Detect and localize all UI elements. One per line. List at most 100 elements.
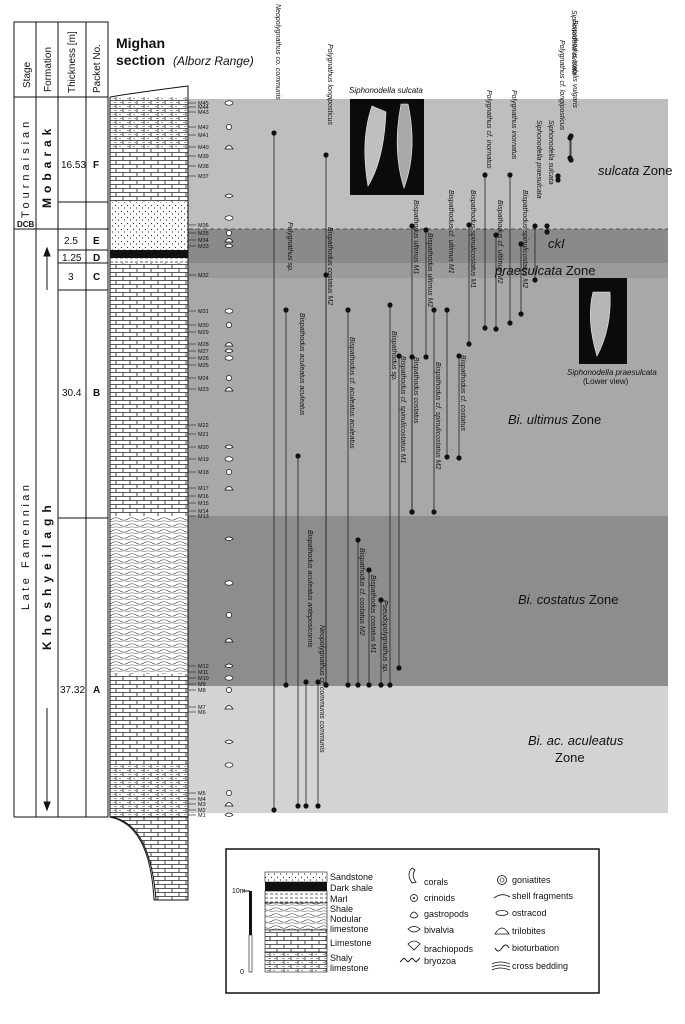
range-dot	[466, 341, 472, 347]
brachiopod-icon	[224, 739, 234, 744]
taxon-name: Neopolygnathus cf. communis communis	[318, 625, 325, 753]
lith-limestone-label: Limestone	[330, 938, 372, 948]
title-line2: section	[116, 52, 165, 68]
taxon-name: Polygnathus cf. inornatus	[485, 90, 492, 169]
crinoid-icon	[226, 687, 232, 693]
taxon-name: Bispathodus cf. ultimus M2	[496, 200, 503, 284]
legend-bryozoa: bryozoa	[424, 956, 456, 966]
thickness-b: 30.4	[62, 388, 82, 399]
legend-trilobites: trilobites	[512, 926, 546, 936]
taxon-name: Bispathodus cf. costatus M2	[358, 548, 365, 636]
legend-brachiopods: brachiopods	[424, 944, 474, 954]
legend: 10m 0 Sandstone Dark shale Marl Shale No…	[225, 848, 600, 994]
crinoid-icon	[226, 469, 232, 475]
taxon-name: Bispathodus costatus	[412, 357, 419, 424]
zone-sulcata: sulcata Zone	[598, 163, 672, 178]
range-dot	[355, 537, 361, 543]
photo-praesulcata-sub: (Lower view)	[583, 377, 629, 386]
stage-labels: Tournaisian Late Famennian DCB Mobarak K…	[17, 118, 54, 650]
range-dot	[345, 682, 351, 688]
packet-a: A	[93, 685, 100, 696]
taxon-name: Polygnathus inornatus	[510, 90, 517, 160]
taxon-ranges	[271, 130, 574, 813]
lith-dark-shale	[110, 250, 188, 258]
sample-label: M13	[198, 514, 209, 520]
ostracod-icon	[224, 100, 234, 106]
taxon-name: Bispathodus costatus M1	[369, 575, 376, 653]
lith-shale-label: Shale	[330, 904, 353, 914]
thickness-d: 1.25	[62, 253, 82, 264]
ostracod-icon	[224, 308, 234, 314]
header-thickness: Thickness [m]	[67, 31, 78, 93]
legend-lithology: Sandstone Dark shale Marl Shale Nodular …	[264, 871, 373, 973]
coral-icon	[408, 867, 417, 884]
cross-bedding-icon	[491, 961, 511, 971]
taxon-name: Bispathodus sp.	[390, 331, 397, 381]
brachiopod-icon	[407, 940, 421, 951]
sample-label: M14	[198, 509, 209, 515]
lith-nodular-a	[110, 516, 188, 674]
range-dot	[387, 302, 393, 308]
range-dot	[482, 325, 488, 331]
title-region: (Alborz Range)	[173, 54, 254, 68]
stage-tournaisian: Tournaisian	[20, 118, 32, 218]
range-dot	[295, 803, 301, 809]
crinoid-icon	[226, 124, 232, 130]
range-dot	[493, 326, 499, 332]
brachiopod-icon	[224, 193, 234, 198]
range-dot	[323, 272, 329, 278]
zone-praesulcata: praesulcata Zone	[494, 263, 595, 278]
crinoid-icon	[226, 322, 232, 328]
taxon-name: Bispathodus spinulicostatus M1	[469, 190, 476, 288]
brachiopod-icon	[224, 444, 234, 449]
range-dot	[568, 157, 574, 163]
scale-bottom: 0	[240, 969, 244, 976]
sample-label: M11	[198, 670, 208, 676]
range-dot	[423, 227, 429, 233]
zone-ultimus: Bi. ultimus Zone	[508, 412, 601, 427]
trilobite-icon	[224, 238, 234, 243]
taxon-name: Bispathodus cf. costatus	[459, 355, 466, 431]
legend-bivalvia: bivalvia	[424, 925, 454, 935]
packet-rows: 16.53 F 2.5 E 1.25 D 3 C 30.4 B 37.32 A	[60, 160, 100, 696]
column-table	[13, 21, 109, 818]
lith-nodular-label-2: limestone	[330, 924, 369, 934]
sample-labels: M45M44M43M42M41M40M39M38M37M36M35M34M33M…	[188, 101, 209, 819]
column-headers: Stage Formation Thickness [m] Packet No.	[22, 31, 103, 93]
range-dot	[283, 682, 289, 688]
sample-label: M19	[198, 457, 209, 463]
sample-label: M25	[198, 363, 209, 369]
bivalve-icon	[407, 926, 421, 933]
band-costatus	[188, 516, 668, 686]
range-dot	[555, 177, 561, 183]
sample-label: M3	[198, 802, 206, 808]
zone-cki: ckI	[548, 236, 565, 251]
dcb-label: DCB	[17, 220, 35, 229]
title-line1: Mighan	[116, 35, 165, 51]
range-dot	[271, 807, 277, 813]
photo-sulcata-caption: Siphonodella sulcata	[349, 86, 423, 95]
packet-d: D	[93, 253, 100, 264]
trilobite-icon	[224, 342, 234, 347]
range-dot	[493, 232, 499, 238]
thickness-a: 37.32	[60, 685, 85, 696]
trilobite-icon	[224, 802, 234, 807]
scale-top: 10m	[232, 888, 246, 895]
lith-dark-shale-label: Dark shale	[330, 883, 373, 893]
sample-label: M37	[198, 174, 209, 180]
taxon-name: Bispathodus costatus M2	[326, 227, 333, 305]
lith-limestone-bc	[110, 263, 188, 516]
crinoid-icon	[226, 790, 232, 796]
taxon-name: Bispathodus aculeatus aculeatus	[298, 313, 305, 416]
sample-label: M33	[198, 244, 209, 250]
taxon-name: Bispathodus stabilis vulgaris	[571, 20, 578, 108]
bryozoa-icon	[399, 957, 421, 963]
range-dot	[456, 455, 462, 461]
sample-label: M44	[198, 105, 209, 111]
sample-label: M39	[198, 154, 209, 160]
range-dot	[315, 803, 321, 809]
goniatite-icon	[497, 875, 507, 885]
sample-label: M45	[198, 101, 209, 107]
brachiopod-icon	[224, 348, 234, 353]
